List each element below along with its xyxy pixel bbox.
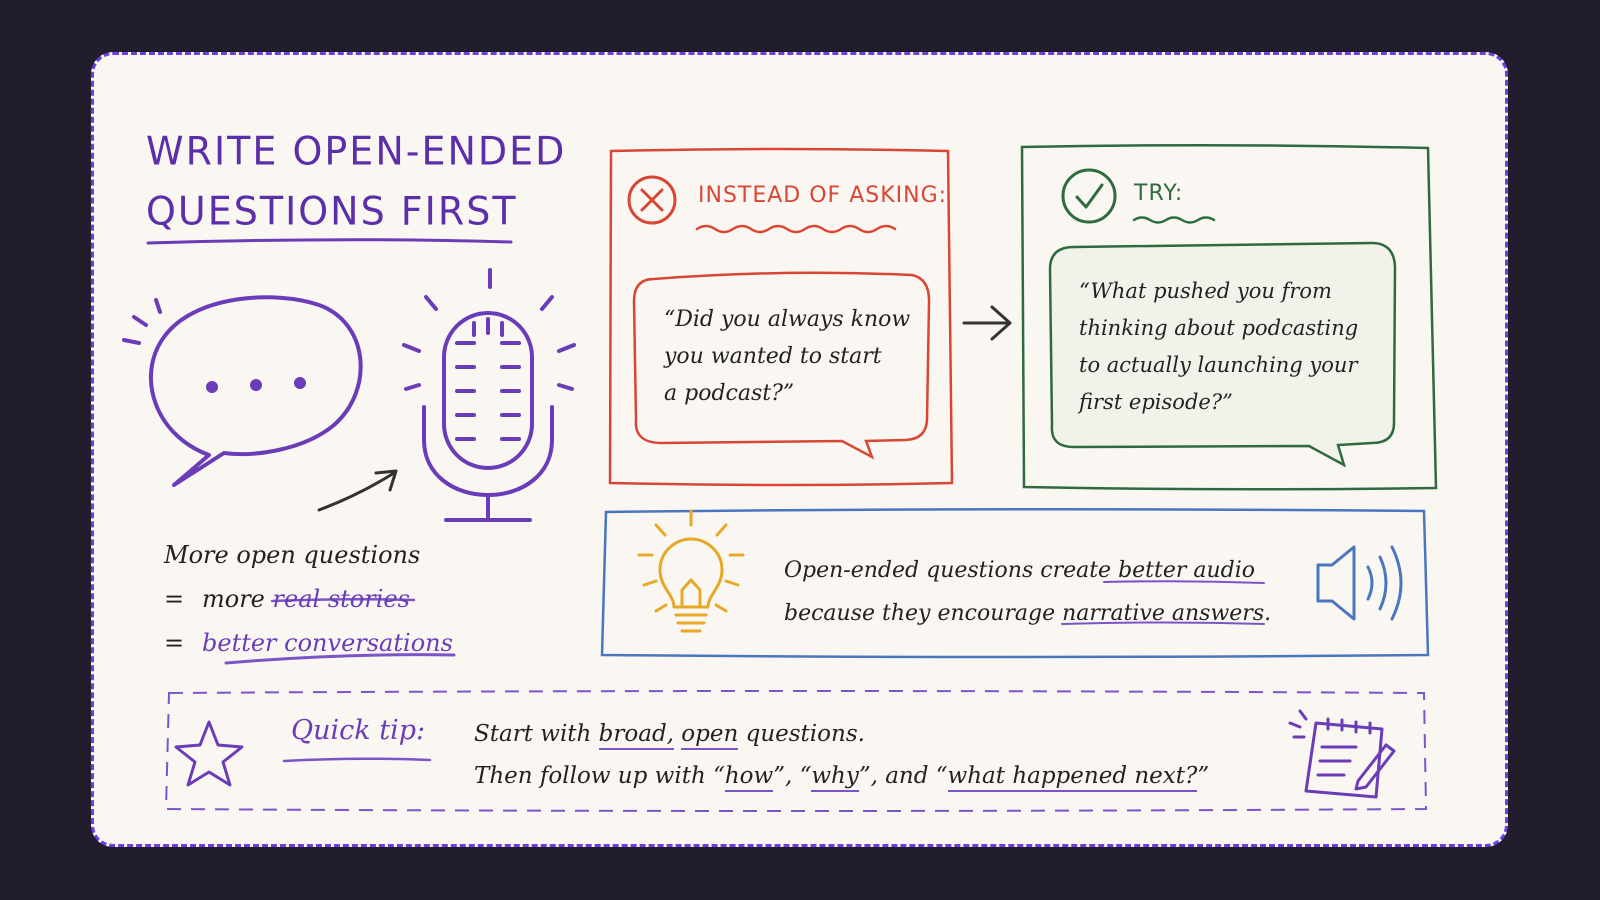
instead-panel-frame [608,147,954,487]
insight-text: Open-ended questions create better audio… [784,549,1271,635]
star-icon [174,720,244,787]
arrow-right-icon [962,305,1012,341]
check-circle-icon [1061,168,1117,224]
summary-highlight-better-conversations: better conversations [202,629,453,657]
insight-line-2: because they encourage narrative answers… [784,592,1271,635]
instead-quote: “Did you always know you wanted to start… [664,301,910,412]
title-line-1: WRITE OPEN-ENDED [146,127,567,174]
summary-line-3: = better conversations [164,621,453,665]
equals-sign: = [164,629,185,657]
summary-line-2: = more real stories [164,577,453,621]
microphone-icon [402,268,576,522]
notepad-icon [1288,709,1396,799]
tip-highlight-how: how [724,763,774,792]
tip-text: Start with broad, open questions. Then f… [474,713,1209,797]
insight-highlight-better-audio: better audio [1118,558,1256,583]
instead-quote-line-2: you wanted to start [664,344,882,369]
infographic-card: WRITE OPEN-ENDED QUESTIONS FIRST More op… [91,52,1508,847]
insight-highlight-narrative-answers: narrative answers. [1062,601,1272,626]
insight-line-1: Open-ended questions create better audio [784,549,1271,592]
summary-line-1: More open questions [164,541,421,569]
try-quote-bubble [1048,241,1397,468]
try-label: TRY: [1134,181,1184,206]
try-panel-frame [1020,143,1438,491]
speech-bubble-icon [122,295,363,487]
tip-highlight-why: why [811,763,859,792]
tip-label: Quick tip: [291,715,426,746]
title-underline [146,238,513,245]
try-quote-line-3: to actually launching your [1079,353,1358,377]
try-quote: “What pushed you from thinking about pod… [1079,273,1358,421]
summary-more: more [202,585,265,613]
instead-quote-line-3: a podcast?” [664,381,795,406]
tip-line-1-suffix: questions. [745,721,865,747]
curved-arrow [317,471,396,512]
summary-highlight-real-stories: real stories [272,585,410,613]
insight-line-1-text: Open-ended questions create [784,558,1112,583]
tip-highlight-broad: broad, [598,721,674,750]
page-title: WRITE OPEN-ENDED QUESTIONS FIRST [146,121,566,242]
lightbulb-icon [637,509,745,633]
try-quote-line-2: thinking about podcasting [1079,316,1359,340]
tip-quote-mark: ” [1197,763,1210,789]
try-quote-line-1: “What pushed you from [1079,279,1332,303]
speaker-icon [1316,545,1403,621]
try-quote-line-4: first episode?” [1079,390,1233,414]
equals-sign: = [164,585,185,613]
tip-line-2: Then follow up with “how”, “why”, and “w… [474,755,1209,797]
instead-quote-bubble [632,271,931,460]
instead-label: INSTEAD OF ASKING: [698,183,948,208]
tip-highlight-what-happened-next: what happened next? [947,763,1198,792]
x-circle-icon [627,175,677,225]
tip-quote-mark: “ [713,763,725,789]
tip-separator: ”, “ [773,763,812,789]
insight-line-2-text: because they encourage [784,601,1056,626]
tip-line-2-prefix: Then follow up with [474,763,706,789]
summary-text: More open questions = more real stories =… [164,533,453,665]
tip-line-1-prefix: Start with [474,721,592,747]
tip-line-1: Start with broad, open questions. [474,713,1209,755]
tip-separator: ”, and “ [858,763,948,789]
illustration-layer [122,143,1438,812]
insight-panel-frame [600,507,1430,659]
title-line-2: QUESTIONS FIRST [146,188,518,235]
tip-highlight-open: open [681,721,739,750]
instead-quote-line-1: “Did you always know [664,307,911,332]
tip-panel-frame [164,690,1428,812]
